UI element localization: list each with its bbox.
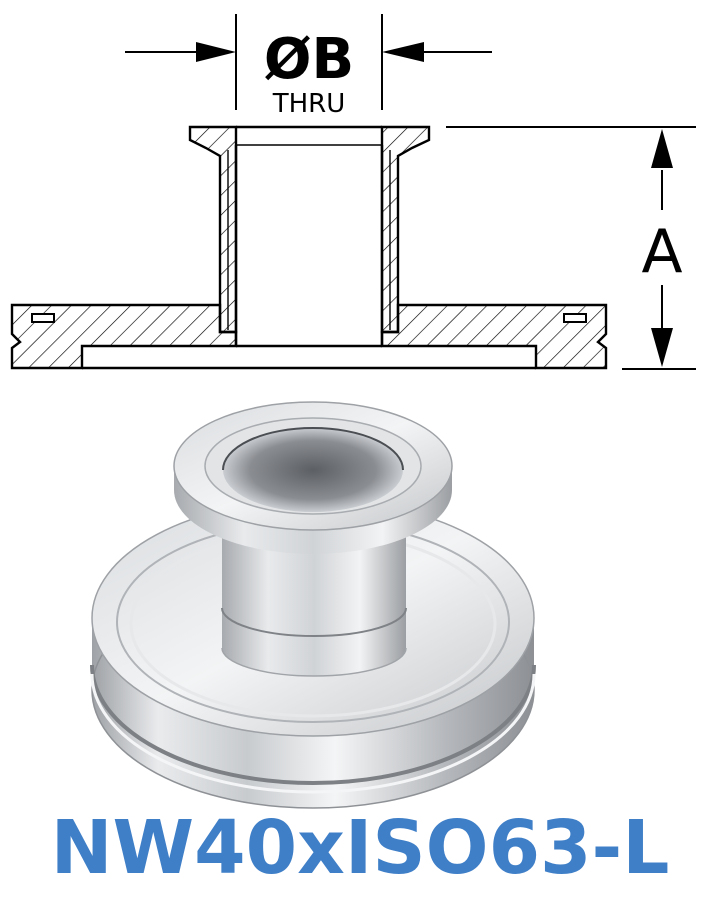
up-arrow-icon (651, 129, 673, 168)
cross-section-drawing: ØB THRU A (10, 14, 696, 370)
right-arrow-icon (196, 42, 236, 62)
part-number-title: NW40xISO63-L (50, 805, 670, 891)
height-label: A (641, 217, 682, 287)
thru-label: THRU (272, 89, 346, 119)
product-photo (90, 401, 536, 809)
height-dimension: A (446, 126, 696, 370)
down-arrow-icon (651, 328, 673, 367)
diameter-dimension: ØB THRU (125, 14, 492, 119)
section-profile (10, 125, 608, 370)
diameter-label: ØB (264, 27, 354, 92)
top-flange (173, 401, 453, 554)
left-arrow-icon (382, 42, 424, 62)
